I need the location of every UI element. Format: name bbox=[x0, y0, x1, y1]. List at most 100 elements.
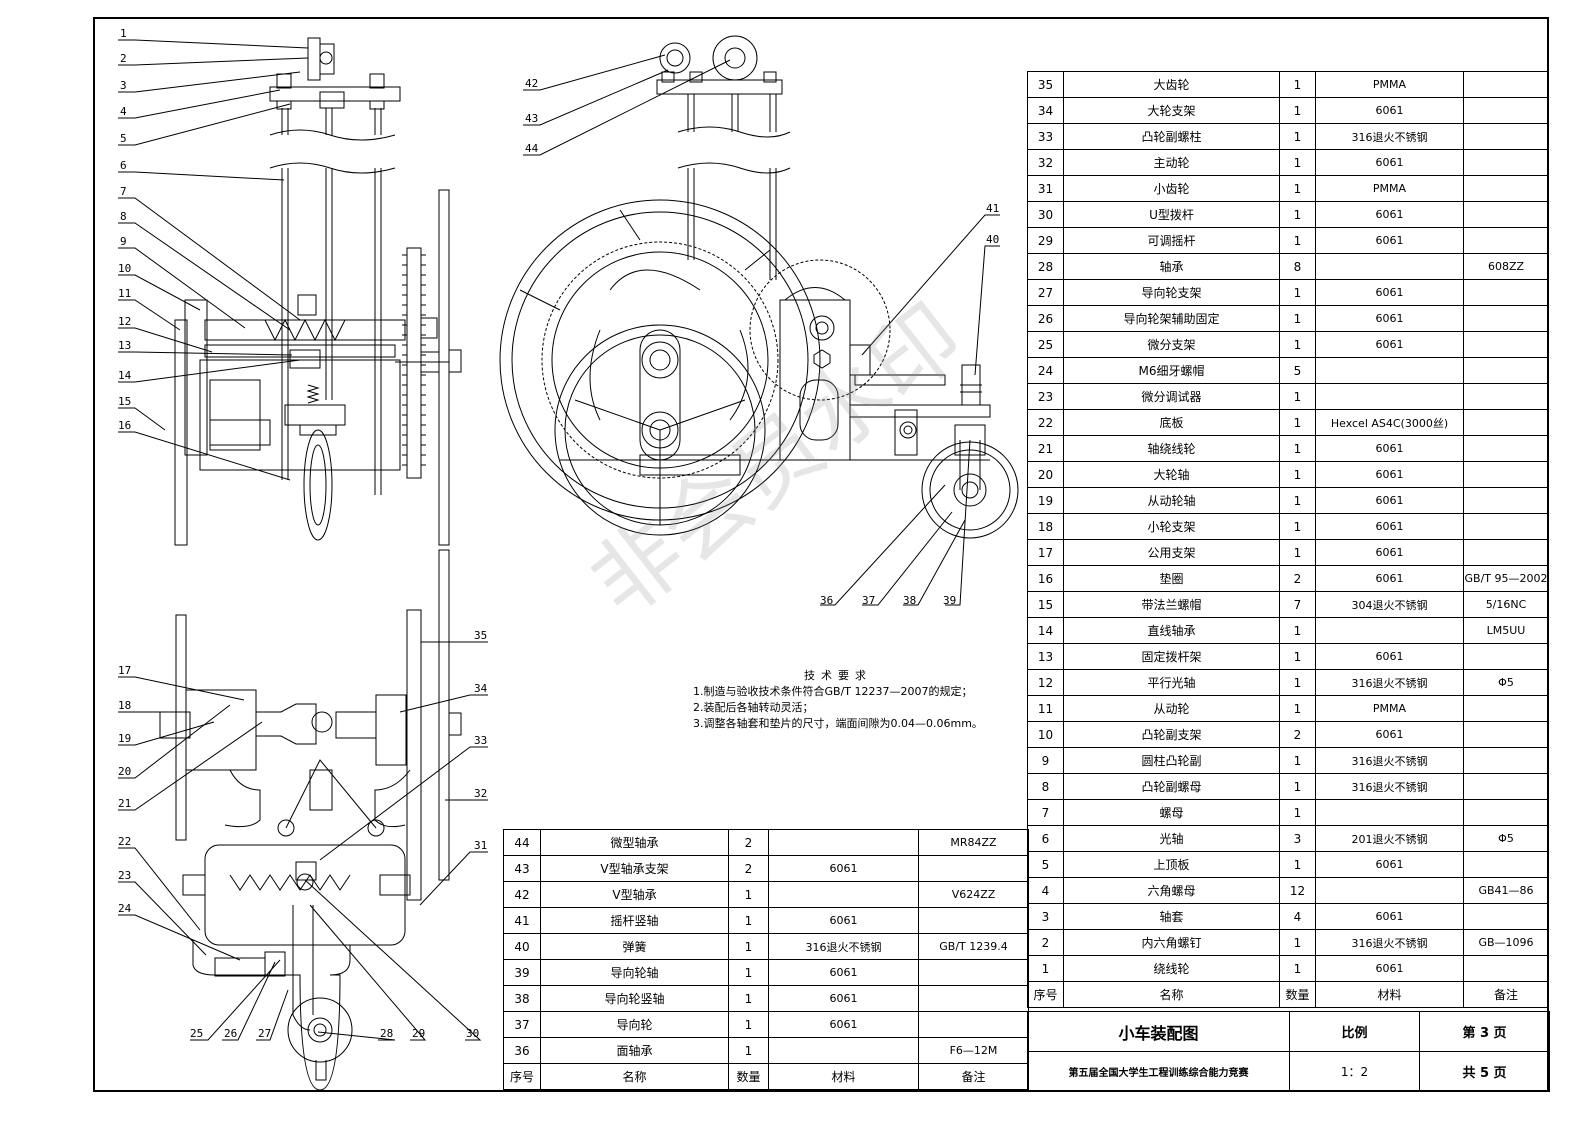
bom-cell-no: 25 bbox=[1027, 331, 1064, 358]
bom-cell-qty: 2 bbox=[728, 829, 769, 856]
callout-8: 8 bbox=[120, 210, 127, 223]
bom-cell-name: 从动轮 bbox=[1063, 695, 1280, 722]
bom-cell-no: 44 bbox=[503, 829, 541, 856]
bom-cell-mat: 6061 bbox=[768, 985, 919, 1012]
callout-1: 1 bbox=[120, 27, 127, 40]
bom-cell-no: 24 bbox=[1027, 357, 1064, 384]
callout-6: 6 bbox=[120, 159, 127, 172]
bom-header-no: 序号 bbox=[503, 1063, 541, 1090]
bom-cell-mat bbox=[1315, 877, 1464, 904]
callout-11: 11 bbox=[118, 287, 132, 300]
bom-cell-name: 小轮支架 bbox=[1063, 513, 1280, 540]
bom-cell-qty: 8 bbox=[1279, 253, 1316, 280]
callout-13: 13 bbox=[118, 339, 132, 352]
bom-cell-mat: 6061 bbox=[1315, 903, 1464, 930]
bom-cell-no: 36 bbox=[503, 1037, 541, 1064]
callout-35: 35 bbox=[474, 629, 488, 642]
bom-cell-no: 1 bbox=[1027, 955, 1064, 982]
bom-cell-no: 33 bbox=[1027, 123, 1064, 150]
bom-cell-note bbox=[1463, 539, 1549, 566]
bom-cell-no: 7 bbox=[1027, 799, 1064, 826]
bom-cell-mat: 6061 bbox=[1315, 955, 1464, 982]
bom-cell-no: 8 bbox=[1027, 773, 1064, 800]
bom-cell-note bbox=[1463, 227, 1549, 254]
title-block: 小车装配图 比例 第 3 页 第五届全国大学生工程训练综合能力竞赛 1：2 共 … bbox=[1027, 1011, 1550, 1092]
bom-cell-no: 20 bbox=[1027, 461, 1064, 488]
bom-cell-name: 固定拨杆架 bbox=[1063, 643, 1280, 670]
bom-cell-qty: 1 bbox=[1279, 929, 1316, 956]
bom-cell-note bbox=[1463, 149, 1549, 176]
bom-cell-mat: 6061 bbox=[1315, 305, 1464, 332]
bom-cell-name: 摇杆竖轴 bbox=[540, 907, 729, 934]
bom-cell-no: 14 bbox=[1027, 617, 1064, 644]
bom-cell-name: 公用支架 bbox=[1063, 539, 1280, 566]
bom-cell-name: 导向轮支架 bbox=[1063, 279, 1280, 306]
bom-cell-qty: 1 bbox=[728, 1037, 769, 1064]
bom-cell-name: 微分支架 bbox=[1063, 331, 1280, 358]
bom-cell-name: 主动轮 bbox=[1063, 149, 1280, 176]
bom-cell-name: 大齿轮 bbox=[1063, 71, 1280, 98]
bom-cell-no: 43 bbox=[503, 855, 541, 882]
bom-cell-mat bbox=[1315, 357, 1464, 384]
callout-32: 32 bbox=[474, 787, 488, 800]
bom-cell-name: V型轴承 bbox=[540, 881, 729, 908]
bom-cell-mat bbox=[1315, 799, 1464, 826]
bom-cell-mat bbox=[1315, 383, 1464, 410]
bom-header-mat: 材料 bbox=[768, 1063, 919, 1090]
bom-cell-qty: 2 bbox=[1279, 565, 1316, 592]
callout-40: 40 bbox=[986, 233, 1000, 246]
bom-cell-note bbox=[1463, 643, 1549, 670]
bom-cell-note: F6—12M bbox=[918, 1037, 1029, 1064]
bom-cell-qty: 1 bbox=[1279, 487, 1316, 514]
bom-cell-qty: 1 bbox=[1279, 851, 1316, 878]
bom-cell-mat bbox=[768, 881, 919, 908]
bom-cell-note bbox=[1463, 123, 1549, 150]
bom-cell-no: 32 bbox=[1027, 149, 1064, 176]
bom-header-row: 序号名称数量材料备注 bbox=[503, 1063, 1029, 1090]
bom-cell-name: 凸轮副螺母 bbox=[1063, 773, 1280, 800]
bom-cell-mat: 316退火不锈钢 bbox=[1315, 669, 1464, 696]
bom-cell-mat: 6061 bbox=[1315, 461, 1464, 488]
bom-cell-qty: 1 bbox=[1279, 305, 1316, 332]
callout-28: 28 bbox=[380, 1027, 394, 1040]
bom-header-row: 序号名称数量材料备注 bbox=[1027, 981, 1549, 1008]
tech-item: 2.装配后各轴转动灵活； bbox=[693, 701, 814, 714]
callout-41: 41 bbox=[986, 202, 1000, 215]
bom-cell-note bbox=[1463, 903, 1549, 930]
bom-cell-no: 41 bbox=[503, 907, 541, 934]
bom-cell-name: V型轴承支架 bbox=[540, 855, 729, 882]
bom-cell-qty: 1 bbox=[1279, 435, 1316, 462]
bom-cell-note bbox=[1463, 513, 1549, 540]
bom-cell-mat: PMMA bbox=[1315, 695, 1464, 722]
bom-cell-note bbox=[1463, 279, 1549, 306]
bom-cell-mat bbox=[768, 829, 919, 856]
bom-cell-no: 12 bbox=[1027, 669, 1064, 696]
bom-cell-mat: 6061 bbox=[768, 855, 919, 882]
bom-header-name: 名称 bbox=[540, 1063, 729, 1090]
bom-cell-mat bbox=[768, 1037, 919, 1064]
bom-cell-name: 轴绕线轮 bbox=[1063, 435, 1280, 462]
bom-header-no: 序号 bbox=[1027, 981, 1064, 1008]
callout-16: 16 bbox=[118, 419, 132, 432]
callout-31: 31 bbox=[474, 839, 488, 852]
bom-cell-name: 导向轮竖轴 bbox=[540, 985, 729, 1012]
technical-requirements: 技术要求 1.制造与验收技术条件符合GB/T 12237—2007的规定； 2.… bbox=[693, 668, 983, 732]
bom-cell-note: GB—1096 bbox=[1463, 929, 1549, 956]
sheet-total: 共 5 页 bbox=[1419, 1051, 1550, 1092]
